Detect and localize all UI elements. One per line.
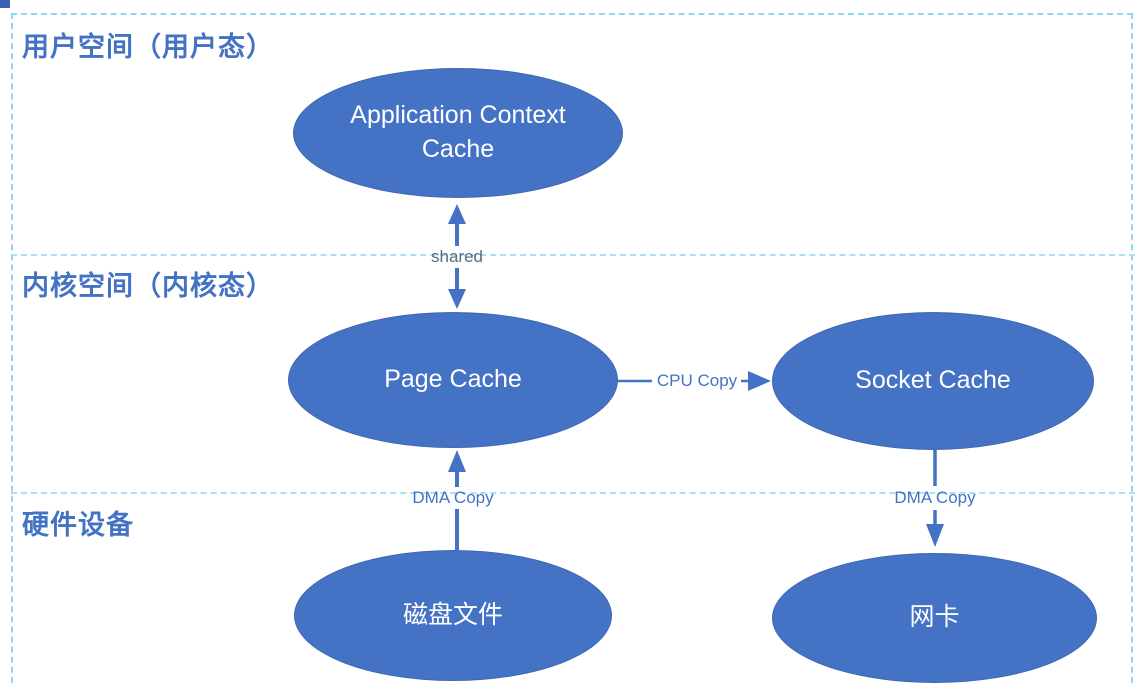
node-socket-cache: Socket Cache xyxy=(772,312,1094,450)
zone-label-user-space: 用户空间（用户态） xyxy=(22,32,274,62)
zone-label-kernel-space: 内核空间（内核态） xyxy=(22,271,274,301)
zone-divider-kernel-hardware xyxy=(11,492,1135,494)
edge-label-dma-copy-right: DMA Copy xyxy=(894,488,976,507)
node-label: Page Cache xyxy=(384,365,522,394)
node-label: Application Context Cache xyxy=(350,101,566,163)
node-label: 磁盘文件 xyxy=(402,600,503,629)
zone-label-hardware: 硬件设备 xyxy=(22,510,134,540)
corner-fragment xyxy=(0,0,10,8)
node-label: 网卡 xyxy=(909,603,960,632)
edge-label-shared: shared xyxy=(431,247,483,266)
zone-divider-user-kernel xyxy=(11,254,1135,256)
node-disk-file: 磁盘文件 xyxy=(294,550,612,681)
node-label: Socket Cache xyxy=(855,366,1011,395)
node-page-cache: Page Cache xyxy=(288,312,618,448)
node-network-card: 网卡 xyxy=(772,553,1097,683)
node-application-context-cache: Application Context Cache xyxy=(293,68,623,198)
zone-outer-border xyxy=(11,13,1133,686)
edge-label-dma-copy-left: DMA Copy xyxy=(412,488,494,507)
edge-label-cpu-copy: CPU Copy xyxy=(656,371,738,390)
